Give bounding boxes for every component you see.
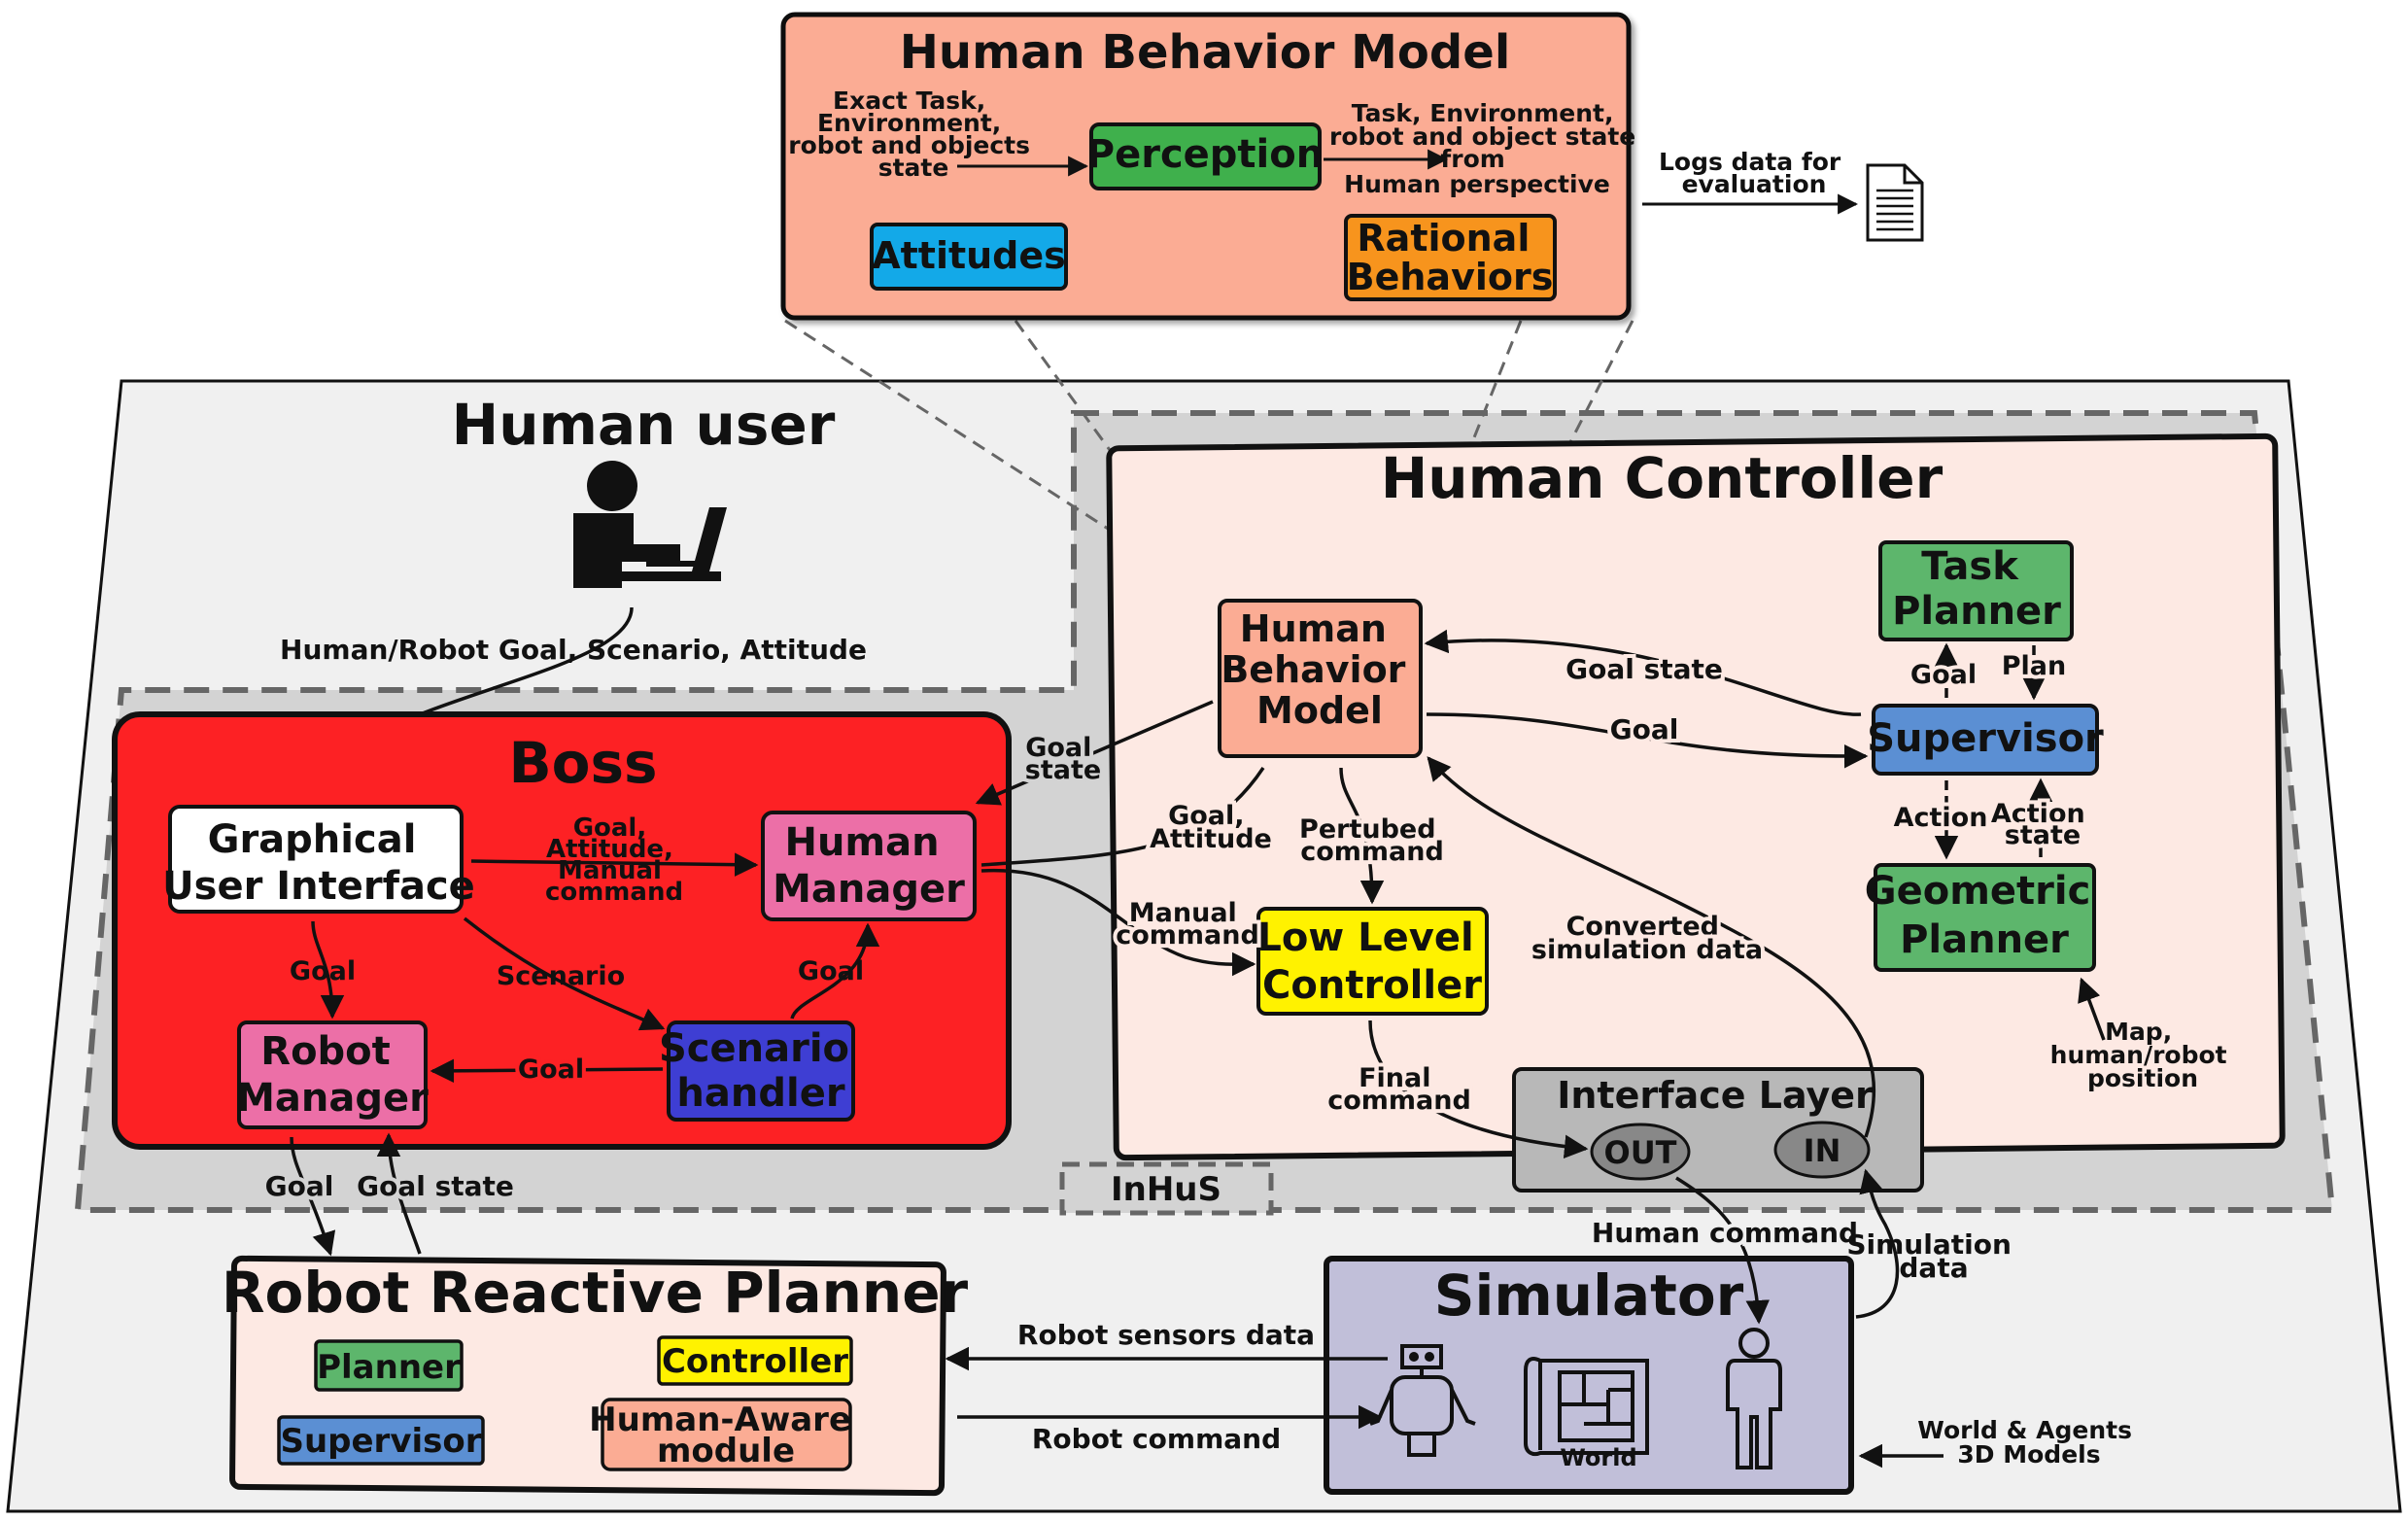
- rational-box: [1344, 214, 1557, 301]
- hbm-top-title: Human Behavior Model: [900, 25, 1511, 80]
- robot-planner-title: Robot Reactive Planner: [222, 1260, 969, 1326]
- gui-to-hm-label: Goal, Attitude, Manual command: [545, 813, 683, 907]
- rp-planner-label: Planner: [317, 1348, 461, 1387]
- human-manager-label: Human Manager: [773, 820, 965, 912]
- human-controller-title: Human Controller: [1381, 445, 1944, 511]
- robot-sensors-label: Robot sensors data: [1017, 1319, 1315, 1351]
- low-level-controller-box: [1256, 907, 1489, 1016]
- converted-label: Converted simulation data: [1531, 912, 1763, 965]
- user-at-laptop-icon: [573, 461, 727, 588]
- hbm-input-label: Exact Task, Environment, robot and objec…: [788, 86, 1038, 182]
- gui-label: Graphical User Interface: [162, 817, 475, 909]
- action-label: Action: [1894, 803, 1988, 833]
- sh-to-rm-label: Goal: [518, 1054, 584, 1085]
- out-port: [1590, 1123, 1691, 1181]
- sup-to-tp-goal-label: Goal: [1910, 660, 1977, 690]
- rp-supervisor-label: Supervisor: [280, 1422, 481, 1461]
- tp-to-sup-plan-label: Plan: [2002, 651, 2067, 681]
- supervisor-box: [1872, 704, 2099, 776]
- out-port-label: OUT: [1603, 1134, 1676, 1171]
- inhus-label: InHuS: [1111, 1170, 1221, 1209]
- final-command-label: Final command: [1327, 1063, 1471, 1116]
- goal-state-label: Goal state: [1565, 653, 1723, 685]
- rp-planner-box: [314, 1339, 464, 1392]
- log-file-icon: [1866, 163, 1924, 242]
- human-manager-box: [761, 811, 977, 921]
- boss-title: Boss: [508, 730, 657, 796]
- low-level-controller-label: Low Level Controller: [1256, 916, 1487, 1008]
- hbm-output-label: Task, Environment, robot and object stat…: [1329, 99, 1644, 198]
- world-models-label: World & Agents 3D Models: [1917, 1416, 2140, 1469]
- scenario-handler-box: [667, 1020, 855, 1122]
- attitudes-box: [870, 223, 1068, 291]
- inhus-tab: [1059, 1161, 1274, 1216]
- rp-human-aware-label: Human-Aware module: [589, 1400, 863, 1470]
- gui-to-rm-label: Goal: [290, 956, 356, 986]
- rp-controller-box: [657, 1335, 853, 1386]
- world-map-icon: [1524, 1357, 1649, 1457]
- rp-human-aware-box: [601, 1398, 852, 1471]
- in-port: [1773, 1121, 1871, 1179]
- goal-label: Goal: [1610, 713, 1679, 745]
- perturbed-label: Pertubed command: [1299, 814, 1445, 867]
- rm-to-rp-goal-label: Goal: [265, 1170, 334, 1202]
- task-planner-label: Task Planner: [1892, 544, 2061, 634]
- supervisor-label: Supervisor: [1867, 716, 2104, 761]
- interface-layer-label: Interface Layer: [1557, 1074, 1874, 1117]
- perception-label: Perception: [1086, 132, 1324, 177]
- simulation-data-label: Simulation data: [1846, 1228, 2020, 1284]
- manual-command-label: Manual command: [1116, 898, 1259, 951]
- perception-box: [1089, 122, 1322, 190]
- gui-to-sh-label: Scenario: [497, 961, 625, 991]
- human-command-label: Human command: [1592, 1217, 1858, 1249]
- logs-label: Logs data for evaluation: [1659, 148, 1849, 198]
- rational-label: Rational Behaviors: [1347, 217, 1554, 298]
- attitudes-label: Attitudes: [872, 234, 1066, 277]
- hc-hbm-label: Human Behavior Model: [1221, 607, 1418, 732]
- geometric-planner-label: Geometric Planner: [1865, 869, 2104, 962]
- map-label: Map, human/robot position: [2050, 1018, 2236, 1092]
- sh-to-hm-label: Goal: [798, 956, 864, 986]
- action-state-label: Action state: [1991, 799, 2094, 850]
- robot-command-label: Robot command: [1032, 1423, 1281, 1455]
- robot-manager-label: Robot Manager: [236, 1029, 429, 1121]
- hc-hbm-box: [1218, 599, 1423, 758]
- human-figure-icon: [1726, 1328, 1782, 1469]
- robot-manager-box: [237, 1020, 428, 1129]
- simulator-panel: [1324, 1256, 1854, 1495]
- world-label: World: [1560, 1444, 1636, 1471]
- scenario-handler-label: Scenario handler: [659, 1026, 863, 1116]
- rp-to-rm-goal-state-label: Goal state: [357, 1170, 514, 1202]
- gui-box: [168, 805, 464, 914]
- rp-controller-label: Controller: [662, 1342, 848, 1381]
- boss-to-hbm-label: Goal, Attitude: [1150, 801, 1272, 854]
- geometric-planner-box: [1874, 863, 2096, 972]
- in-port-label: IN: [1804, 1132, 1841, 1169]
- simulator-title: Simulator: [1434, 1262, 1744, 1329]
- hbm-to-boss-goal-state-label: Goal state: [1025, 733, 1101, 785]
- human-user-title: Human user: [452, 392, 836, 458]
- rp-supervisor-box: [277, 1415, 485, 1466]
- task-planner-box: [1878, 540, 2074, 641]
